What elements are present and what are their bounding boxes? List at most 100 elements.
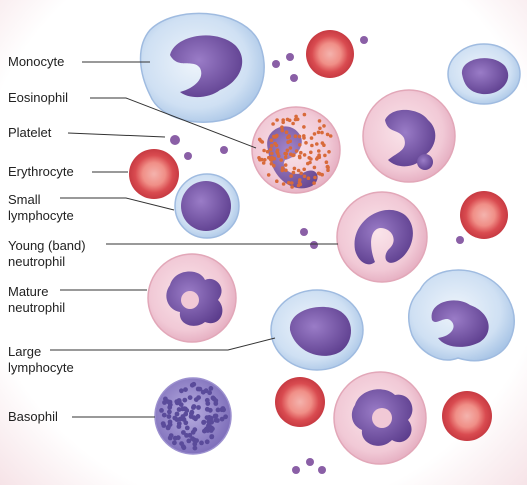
granule — [328, 134, 333, 138]
granule — [272, 163, 276, 168]
granule — [325, 164, 330, 169]
granule — [172, 440, 177, 446]
leader-lines — [50, 61, 338, 418]
neutrophil-cell-bottom — [333, 371, 427, 465]
granule — [285, 148, 290, 153]
granule — [195, 386, 201, 392]
granule — [261, 161, 266, 165]
granule — [208, 386, 214, 391]
granule — [174, 411, 180, 417]
granule — [289, 152, 293, 157]
granule — [183, 420, 189, 426]
granule — [292, 166, 297, 171]
granule — [201, 419, 207, 425]
granule — [304, 141, 308, 145]
granule — [312, 132, 317, 136]
granule — [179, 441, 185, 446]
granule — [204, 397, 210, 403]
label-eosinophil: Eosinophil — [8, 90, 68, 105]
granule — [324, 160, 329, 164]
granule — [212, 413, 218, 419]
granule — [265, 149, 270, 154]
granule — [195, 414, 201, 419]
granule — [316, 130, 321, 135]
granule — [223, 414, 229, 420]
granule — [318, 126, 322, 131]
granule — [189, 382, 195, 388]
granule — [293, 117, 298, 122]
basophil-granules — [159, 381, 229, 451]
granule — [276, 154, 281, 158]
granule — [269, 138, 274, 142]
eosinophil-cell — [251, 106, 341, 194]
granule — [200, 389, 206, 395]
granule — [192, 427, 198, 433]
granule — [203, 427, 209, 433]
leader-line-platelet — [67, 132, 166, 138]
granule — [326, 168, 330, 172]
granule — [176, 424, 182, 429]
granule — [275, 150, 279, 154]
granule — [159, 408, 164, 413]
granule — [199, 440, 204, 446]
granule — [291, 170, 296, 175]
granule — [312, 165, 317, 170]
granule — [207, 390, 213, 396]
granule — [302, 125, 306, 129]
granule — [309, 136, 314, 140]
granule — [219, 416, 225, 422]
granule — [287, 134, 291, 138]
mature-neutrophil-cell — [147, 253, 237, 343]
granule — [302, 174, 307, 179]
granule — [284, 130, 289, 134]
granule — [257, 137, 262, 142]
granule — [184, 433, 189, 438]
granule — [168, 433, 174, 438]
granule — [267, 155, 271, 160]
granule — [178, 402, 184, 407]
label-mature-neutrophil: Mature neutrophil — [8, 284, 66, 315]
granule — [167, 409, 172, 415]
granule — [271, 122, 275, 126]
granule — [297, 134, 302, 139]
granule — [221, 407, 227, 413]
granule — [284, 152, 289, 156]
lymphocyte-cell-top-right — [447, 43, 521, 105]
granule — [209, 434, 215, 439]
granule — [302, 134, 306, 138]
granule — [275, 179, 279, 183]
granule — [190, 436, 195, 442]
granule — [288, 146, 293, 150]
granule — [180, 414, 186, 419]
granule — [186, 438, 192, 444]
granule — [182, 397, 188, 403]
platelet-cluster-right — [300, 228, 464, 249]
granule — [266, 173, 271, 177]
leader-line-small-lymphocyte — [60, 197, 175, 211]
granule — [294, 114, 298, 119]
granule — [210, 426, 215, 432]
granule — [210, 395, 216, 401]
leader-line-large-lymphocyte — [50, 337, 276, 351]
label-small-lymphocyte: Small lymphocyte — [8, 192, 74, 223]
granule — [284, 168, 288, 173]
granule — [181, 445, 187, 451]
granule — [280, 125, 284, 129]
granule — [315, 142, 319, 146]
granule — [179, 388, 184, 394]
granule — [289, 174, 293, 178]
granule — [204, 415, 210, 420]
granule — [275, 118, 279, 122]
granule — [187, 395, 193, 400]
granule — [283, 163, 288, 167]
granule — [161, 412, 167, 418]
band-neutrophil-cell — [336, 191, 428, 283]
granule — [257, 156, 261, 160]
granule — [280, 168, 285, 173]
granule — [293, 134, 298, 138]
granule — [317, 153, 321, 157]
granule — [196, 395, 202, 400]
granule — [306, 176, 311, 180]
granule — [272, 134, 276, 139]
granule — [298, 143, 302, 147]
